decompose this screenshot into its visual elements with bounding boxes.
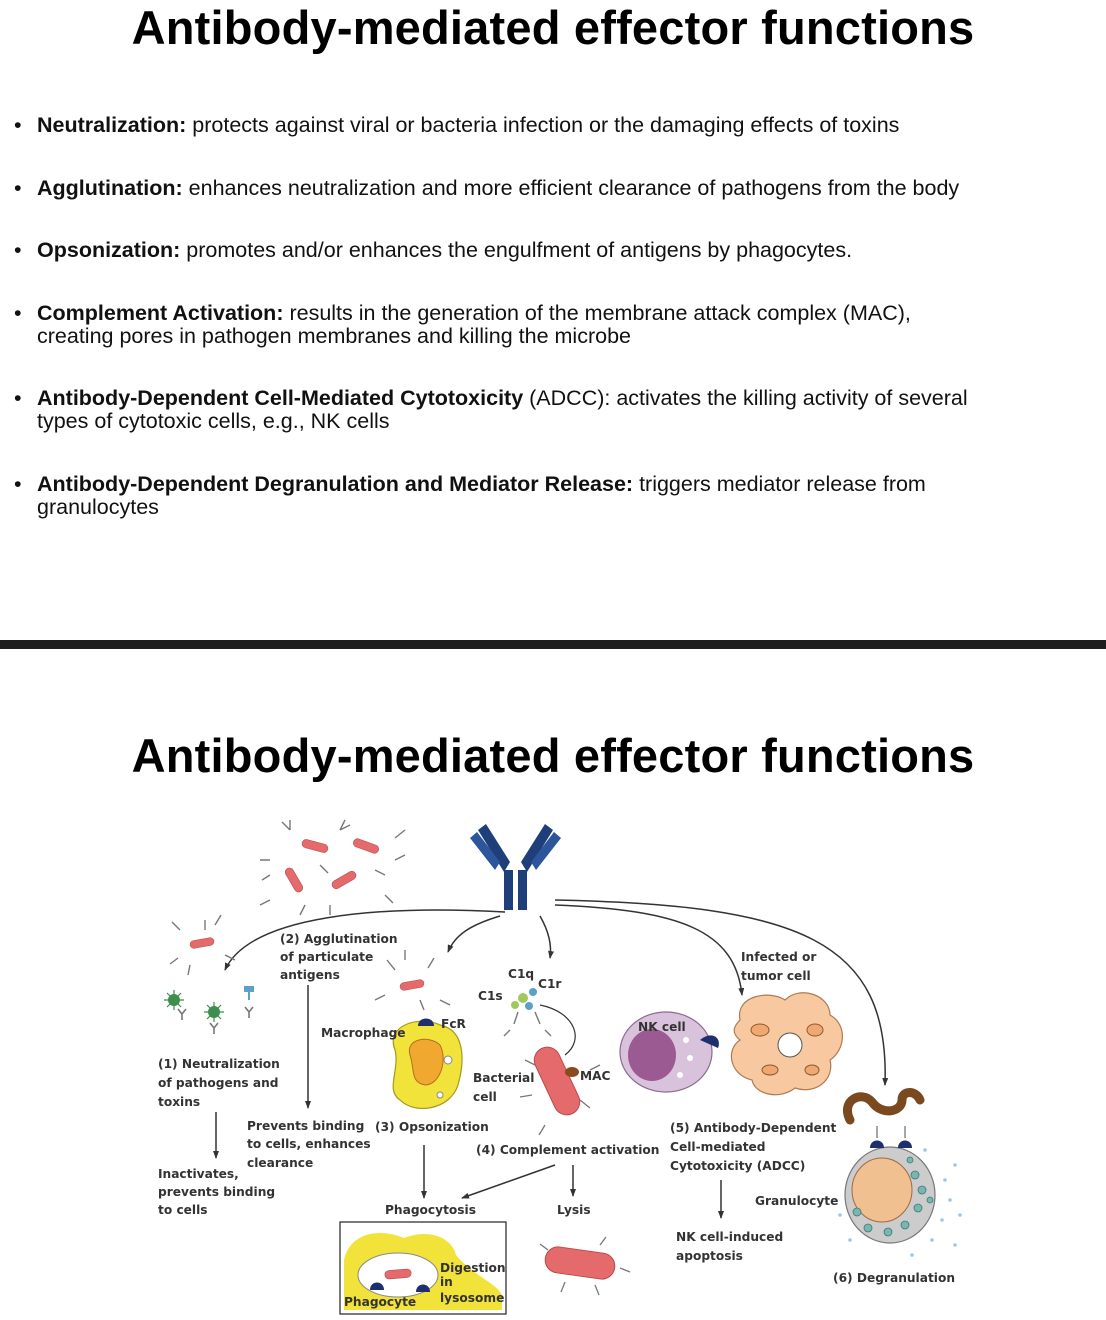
label-complement-activation: (4) Complement activation bbox=[476, 1143, 659, 1157]
tumor-cell-icon bbox=[730, 992, 843, 1096]
parasite-icon bbox=[843, 1088, 925, 1125]
label-fcr: FcR bbox=[441, 1017, 467, 1031]
slide2-title: Antibody-mediated effector functions bbox=[131, 729, 975, 782]
label-c1r: C1r bbox=[538, 977, 561, 991]
arrow-to-opsonization bbox=[447, 915, 501, 953]
label-lysis: Lysis bbox=[557, 1203, 591, 1217]
neutralized-pathogen-icon bbox=[169, 914, 236, 976]
label-phagocyte: Phagocyte bbox=[344, 1295, 416, 1309]
arrow-complement-to-phagocytosis bbox=[461, 1164, 556, 1199]
bullet-degranulation: •Antibody-Dependent Degranulation and Me… bbox=[14, 472, 926, 519]
lysed-bacterium-icon bbox=[539, 1236, 631, 1296]
fcr-receptor-icon bbox=[418, 1018, 434, 1026]
agglutinated-antigens-icon bbox=[259, 819, 406, 916]
nk-cell-icon bbox=[619, 1011, 719, 1093]
bullet-agglutination: •Agglutination: enhances neutralization … bbox=[14, 176, 960, 200]
label-c1s: C1s bbox=[478, 989, 503, 1003]
arrow-to-degranulation bbox=[554, 899, 889, 1086]
bullet-complement-activation: •Complement Activation: results in the g… bbox=[14, 301, 911, 348]
arrow-to-adcc bbox=[554, 904, 745, 996]
slide1-title: Antibody-mediated effector functions bbox=[131, 1, 975, 54]
bacterial-cell-icon bbox=[519, 1046, 601, 1136]
label-macrophage: Macrophage bbox=[321, 1026, 406, 1040]
label-nk-cell: NK cell bbox=[638, 1020, 686, 1034]
label-granulocyte: Granulocyte bbox=[755, 1194, 838, 1208]
c1-complex-icon bbox=[503, 988, 552, 1037]
complement-curve bbox=[539, 1004, 576, 1056]
antibody-icon bbox=[470, 824, 561, 910]
label-c1q: C1q bbox=[508, 967, 534, 981]
opsonized-antigen-icon bbox=[374, 950, 451, 1011]
bullet-opsonization: •Opsonization: promotes and/or enhances … bbox=[14, 238, 853, 262]
arrow-to-complement bbox=[539, 915, 555, 959]
label-mac: MAC bbox=[580, 1069, 611, 1083]
macrophage-icon bbox=[392, 1020, 463, 1109]
label-phagocytosis: Phagocytosis bbox=[385, 1203, 476, 1217]
virus-icon bbox=[164, 990, 187, 1021]
toxin-icon bbox=[244, 986, 254, 1019]
bullet-neutralization: •Neutralization: protects against viral … bbox=[14, 113, 900, 137]
virus-icon bbox=[204, 1002, 224, 1035]
bullet-adcc: •Antibody-Dependent Cell-Mediated Cytoto… bbox=[14, 386, 968, 433]
label-degranulation: (6) Degranulation bbox=[833, 1271, 955, 1285]
phagocyte-digestion-icon bbox=[339, 1221, 507, 1315]
slide-divider bbox=[0, 640, 1106, 649]
arrow-to-neutralization bbox=[224, 909, 506, 971]
label-opsonization: (3) Opsonization bbox=[375, 1120, 489, 1134]
granulocyte-icon bbox=[838, 1126, 962, 1257]
